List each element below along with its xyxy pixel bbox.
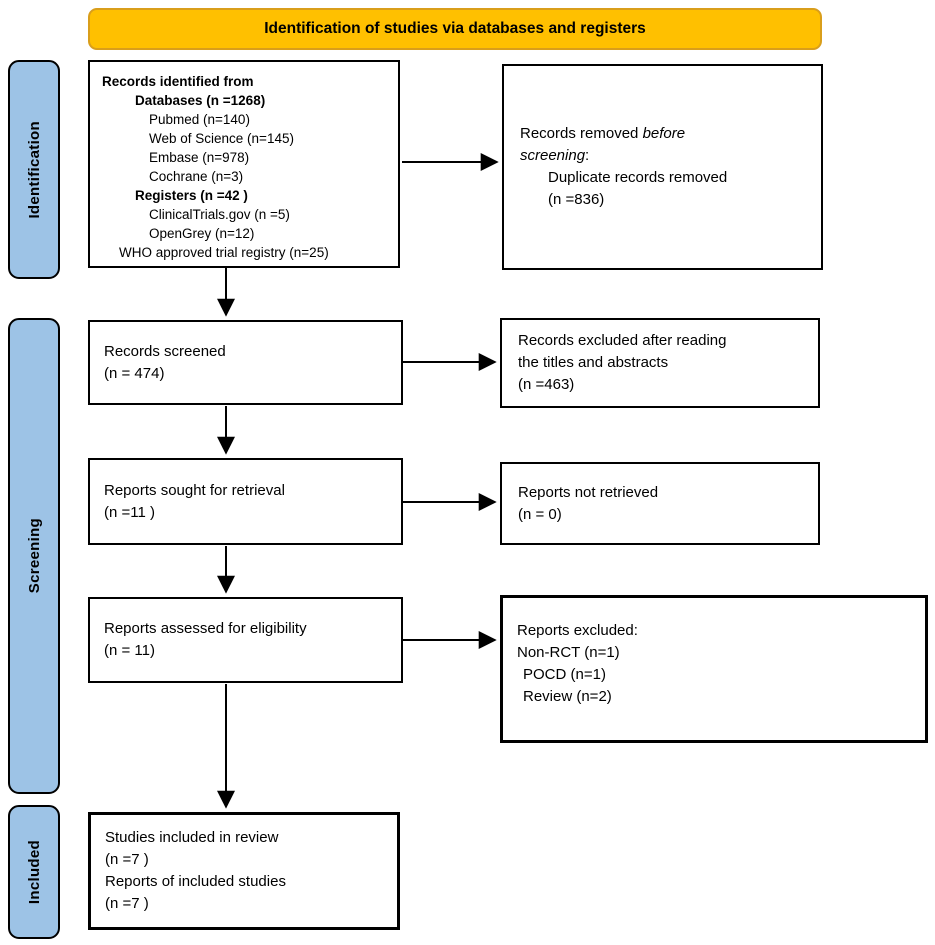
records-removed-prefix: Records removed [520, 125, 643, 142]
box-reports-sought: Reports sought for retrieval (n =11 ) [88, 458, 403, 545]
duplicates-removed-count: (n =836) [548, 191, 605, 208]
stage-included-label: Included [25, 839, 43, 905]
registers-subheading: Registers (n =42 ) [135, 188, 248, 203]
source-who-registry: WHO approved trial registry (n=25) [119, 245, 329, 260]
box-records-excluded: Records excluded after reading the title… [500, 318, 820, 408]
records-excluded-line1: Records excluded after reading [518, 332, 727, 349]
reports-excluded-non-rct: Non-RCT (n=1) [517, 644, 620, 661]
box-reports-not-retrieved: Reports not retrieved (n = 0) [500, 462, 820, 545]
records-identified-heading: Records identified from [102, 74, 254, 89]
records-excluded-line2: the titles and abstracts [518, 354, 669, 371]
source-web-of-science: Web of Science (n=145) [149, 131, 294, 146]
reports-included-label: Reports of included studies [105, 873, 286, 890]
reports-assessed-count: (n = 11) [104, 642, 155, 659]
reports-sought-label: Reports sought for retrieval [104, 481, 285, 499]
source-embase: Embase (n=978) [149, 150, 250, 165]
databases-subheading: Databases (n =1268) [135, 93, 266, 108]
box-records-screened: Records screened (n = 474) [88, 320, 403, 405]
title-banner-label: Identification of studies via databases … [264, 20, 646, 37]
records-removed-line1: Records removed before [520, 123, 809, 145]
box-studies-included: Studies included in review (n =7 ) Repor… [88, 812, 400, 930]
box-records-identified: Records identified from Databases (n =12… [88, 60, 400, 268]
source-pubmed: Pubmed (n=140) [149, 112, 250, 127]
stage-included: Included [8, 805, 60, 939]
records-removed-line2: screening: [520, 145, 809, 167]
source-clinicaltrials: ClinicalTrials.gov (n =5) [149, 207, 290, 222]
box-reports-excluded: Reports excluded: Non-RCT (n=1) POCD (n=… [500, 595, 928, 743]
records-screened-count: (n = 474) [104, 364, 165, 382]
stage-screening: Screening [8, 318, 60, 794]
box-records-removed: Records removed before screening: Duplic… [502, 64, 823, 270]
reports-excluded-review: Review (n=2) [523, 688, 612, 705]
studies-included-label: Studies included in review [105, 829, 279, 846]
box-reports-assessed: Reports assessed for eligibility (n = 11… [88, 597, 403, 683]
reports-included-count: (n =7 ) [105, 895, 149, 912]
records-screened-label: Records screened [104, 342, 226, 360]
title-banner: Identification of studies via databases … [88, 8, 822, 50]
stage-identification-label: Identification [25, 120, 43, 219]
stage-screening-label: Screening [25, 518, 43, 594]
reports-sought-count: (n =11 ) [104, 503, 155, 521]
records-removed-italic-before: before [642, 125, 686, 142]
duplicates-removed-line: Duplicate records removed [548, 169, 728, 186]
reports-assessed-label: Reports assessed for eligibility [104, 620, 307, 637]
studies-included-count: (n =7 ) [105, 851, 149, 868]
source-cochrane: Cochrane (n=3) [149, 169, 244, 184]
reports-not-retrieved-count: (n = 0) [518, 505, 562, 523]
stage-identification: Identification [8, 60, 60, 279]
records-removed-colon: : [585, 147, 590, 164]
reports-excluded-heading: Reports excluded: [517, 622, 638, 639]
records-removed-italic-screening: screening [520, 147, 586, 164]
source-opengrey: OpenGrey (n=12) [149, 226, 255, 241]
reports-excluded-pocd: POCD (n=1) [523, 666, 606, 683]
records-excluded-count: (n =463) [518, 376, 575, 393]
reports-not-retrieved-label: Reports not retrieved [518, 483, 659, 501]
